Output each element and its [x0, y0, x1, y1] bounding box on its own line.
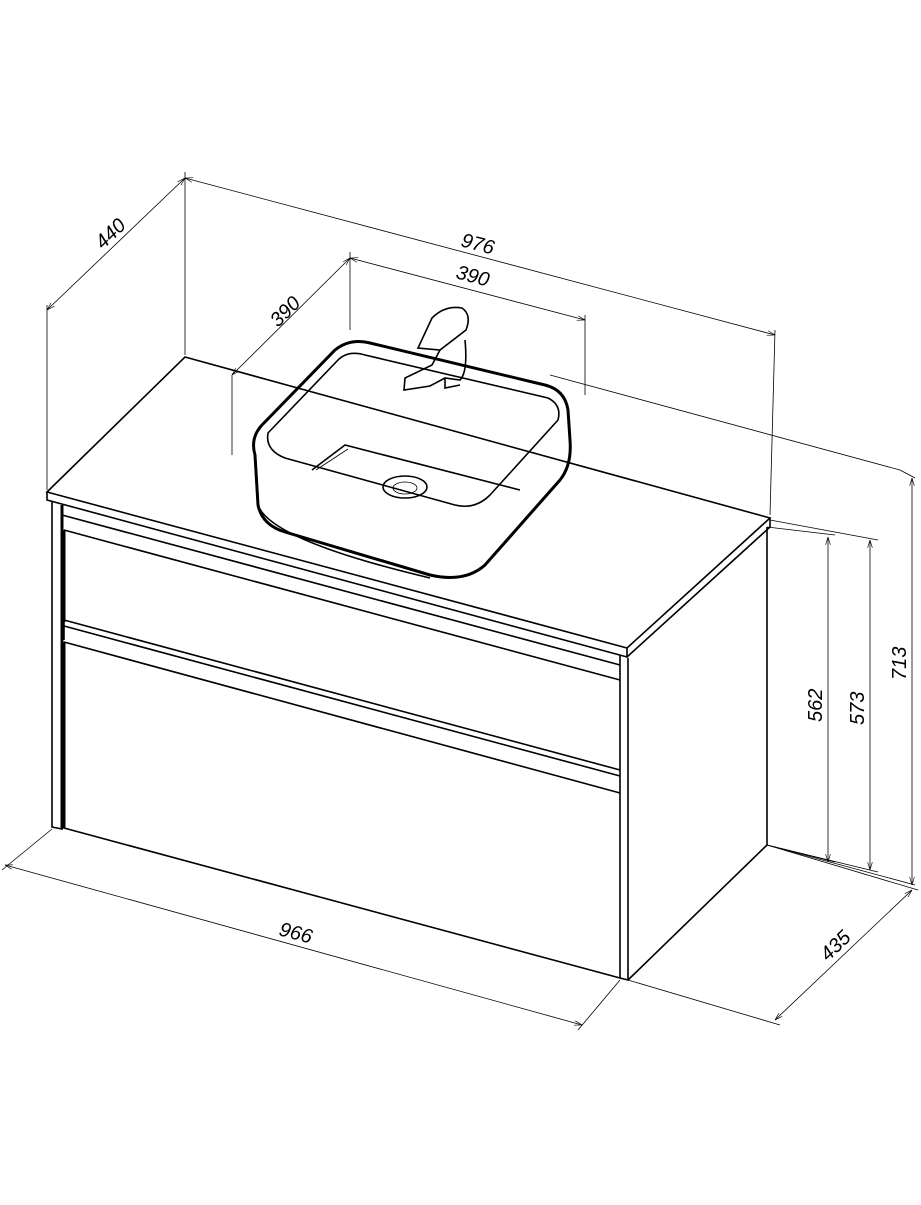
- dimension-label-435: 435: [816, 926, 856, 966]
- dimension-label-573: 573: [847, 692, 869, 725]
- dimension-label-976: 976: [459, 230, 498, 260]
- dimension-cabinet-depth: 435: [627, 844, 919, 1026]
- vessel-sink: [252, 340, 572, 579]
- top-drawer: [62, 529, 621, 777]
- dimension-label-440: 440: [91, 215, 130, 254]
- dimension-sink-depth: 390: [232, 258, 350, 455]
- dimension-label-562: 562: [805, 689, 827, 722]
- dimension-cabinet-width: 966: [1, 828, 621, 1031]
- dimension-heights: 562 573 713: [766, 469, 916, 886]
- bottom-drawer: [62, 641, 621, 979]
- dimension-label-966: 966: [277, 919, 316, 949]
- countertop: [45, 356, 772, 659]
- dimension-countertop-depth: 440: [47, 172, 185, 490]
- dimension-sink-width: 390: [350, 252, 901, 471]
- dimension-label-390-depth: 390: [266, 292, 305, 331]
- dimension-label-713: 713: [889, 647, 911, 680]
- dimension-countertop-width: 976: [185, 178, 775, 516]
- cabinet: [51, 502, 768, 982]
